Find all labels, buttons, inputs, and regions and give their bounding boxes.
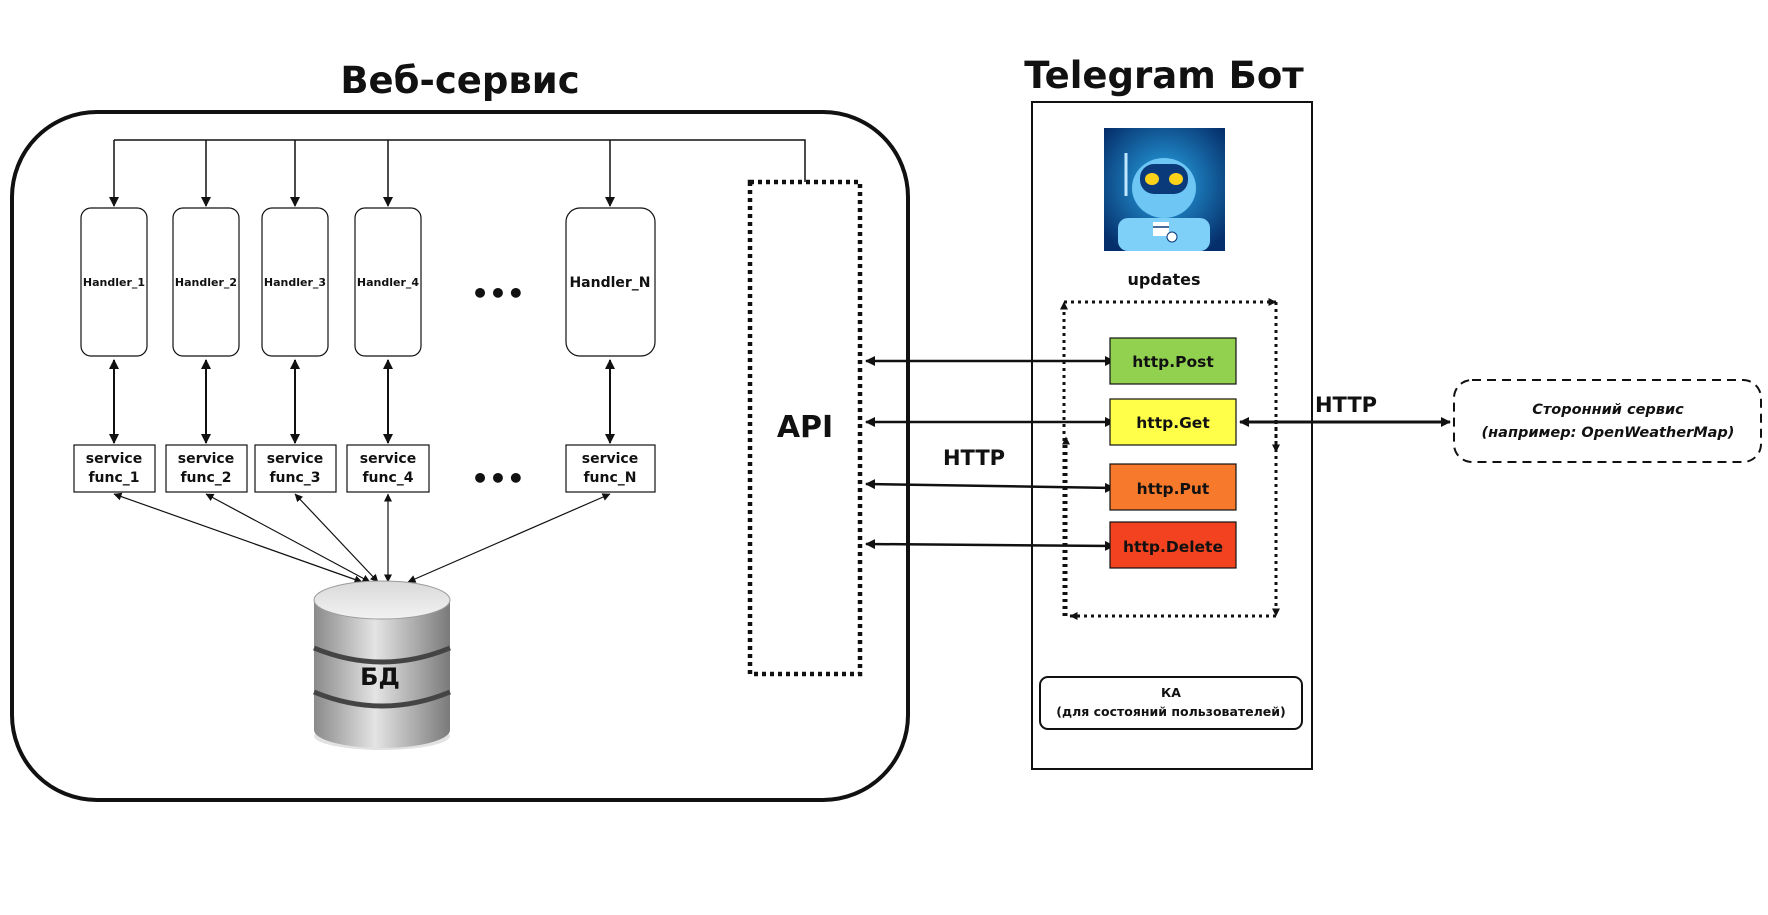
state-machine-line1: КА [1161,685,1181,700]
service-func-4: service func_4 [346,444,430,493]
service-funcs-ellipsis: ••• [471,462,525,495]
http-post-label: http.Post [1132,353,1214,371]
telegram-bot-title: Telegram Бот [1024,54,1304,97]
service-func-1-line2: func_1 [88,470,139,486]
service-func-4-line1: service [360,451,416,467]
service-func-2-line2: func_2 [180,470,231,486]
external-service-line1: Сторонний сервис [1532,402,1684,418]
handler-2: Handler_2 [172,207,240,357]
service-func-4-line2: func_4 [362,470,413,486]
telegram-bot-container [1031,101,1313,770]
http-connection-label: HTTP [943,446,1005,470]
service-func-3-line2: func_3 [269,470,320,486]
state-machine-box: КА (для состояний пользователей) [1039,676,1303,730]
handler-n-label: Handler_N [569,275,650,291]
http-get-box: http.Get [1109,398,1237,446]
api-label: API [777,410,833,445]
handler-3-label: Handler_3 [264,276,326,289]
service-func-1-line1: service [86,451,142,467]
external-http-label: HTTP [1315,393,1377,417]
handler-3: Handler_3 [261,207,329,357]
arrow-api-delete [865,539,1115,551]
service-func-n: service func_N [565,444,656,493]
updates-label: updates [1127,270,1200,289]
database-label: БД [360,663,400,691]
handlers-ellipsis: ••• [471,277,525,310]
http-put-label: http.Put [1137,480,1210,498]
http-post-box: http.Post [1109,337,1237,385]
arrow-func-n-db [407,493,611,583]
external-service-line2: (например: OpenWeatherMap) [1482,425,1735,441]
external-service-box: Сторонний сервис (например: OpenWeatherM… [1453,379,1762,463]
handler-bus-line [114,139,806,182]
handler-4: Handler_4 [354,207,422,357]
arrow-api-put [865,479,1115,493]
web-service-title: Веб-сервис [340,59,579,102]
handler-4-label: Handler_4 [357,276,419,289]
service-func-1: service func_1 [73,444,156,493]
service-func-2-line1: service [178,451,234,467]
arrow-func-3-db [294,493,379,583]
service-func-n-line1: service [582,451,638,467]
robot-calendar-icon [1104,128,1225,251]
service-func-2: service func_2 [165,444,248,493]
handler-n: Handler_N [565,207,656,357]
http-get-label: http.Get [1136,414,1210,432]
http-put-box: http.Put [1109,463,1237,511]
state-machine-line2: (для состояний пользователей) [1056,704,1285,719]
arrow-func-1-db [113,492,363,584]
handler-1-label: Handler_1 [83,276,145,289]
arrow-func-2-db [205,493,371,583]
updates-loop [1060,298,1280,620]
http-delete-label: http.Delete [1123,538,1223,556]
service-func-3-line1: service [267,451,323,467]
api-box [747,179,863,677]
service-func-3: service func_3 [254,444,337,493]
database-icon: БД [313,580,451,750]
web-service-container [10,110,910,802]
handler-1: Handler_1 [80,207,148,357]
handler-2-label: Handler_2 [175,276,237,289]
service-func-n-line2: func_N [583,470,636,486]
http-delete-box: http.Delete [1109,521,1237,569]
